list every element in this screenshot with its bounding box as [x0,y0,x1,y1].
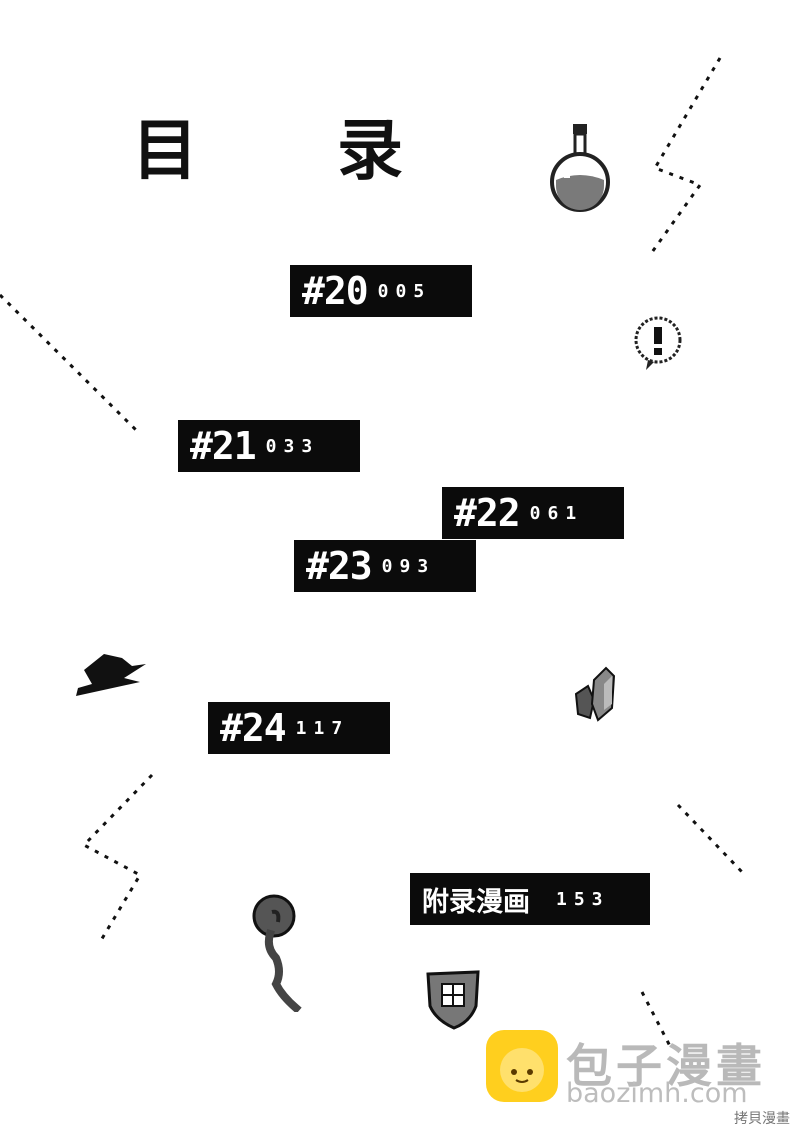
toc-entry-22[interactable]: #22 061 [442,487,624,539]
dotted-line-bottom-left [81,773,154,943]
bun-icon [500,1048,544,1092]
toc-entry-23[interactable]: #23 093 [294,540,476,592]
chapter-number: #20 [302,269,369,313]
chapter-number: #24 [220,706,287,750]
toc-entry-appendix[interactable]: 附录漫画 153 [410,873,650,925]
watermark-brand: 包子漫畫 [566,1039,766,1093]
toc-entry-20[interactable]: #20 005 [290,265,472,317]
staff-icon [252,894,302,1012]
page-number: 061 [529,502,584,524]
chapter-number: #21 [190,424,257,468]
exclamation-bubble-icon [634,316,682,370]
shield-icon [426,970,480,1030]
potion-icon [550,124,610,212]
page-number: 153 [556,888,610,910]
page-number: 117 [295,717,350,739]
page-title: 目 录 [132,112,461,189]
crystal-icon [574,666,616,722]
witch-hat-icon [76,654,146,696]
chapter-number: #22 [454,491,521,535]
page-number: 093 [381,555,436,577]
toc-entry-24[interactable]: #24 117 [208,702,390,754]
page-number: 005 [377,280,432,302]
dotted-line-right [676,803,744,874]
appendix-label: 附录漫画 [422,886,530,918]
chapter-number: #23 [306,544,373,588]
page-number: 033 [265,435,320,457]
watermark-logo-icon [486,1030,558,1102]
watermark-url[interactable]: baozimh.com [566,1078,748,1109]
dotted-line-top-right [648,57,722,256]
watermark-small: 拷貝漫畫 [734,1111,790,1127]
toc-entry-21[interactable]: #21 033 [178,420,360,472]
dotted-line-left [0,293,140,434]
